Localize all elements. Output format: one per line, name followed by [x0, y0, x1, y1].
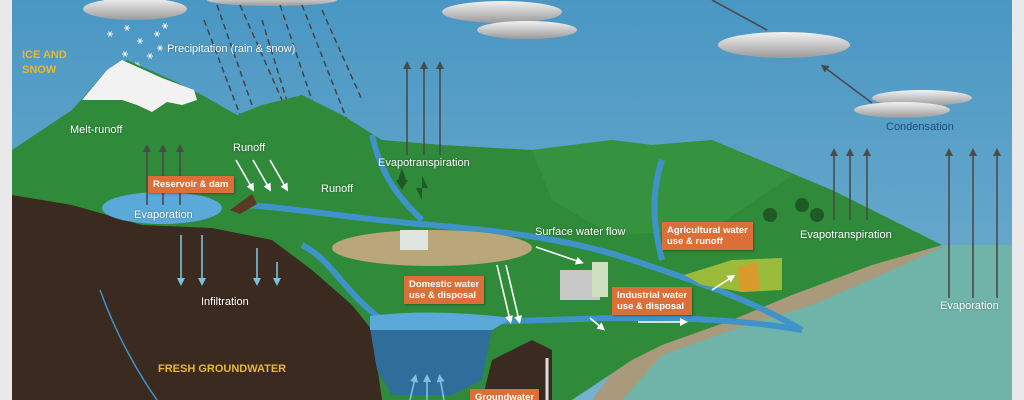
lake-surface: [370, 312, 512, 330]
soil-right: [482, 340, 552, 400]
surface-water-flow-label: Surface water flow: [535, 226, 626, 238]
runoff-arrows: [235, 159, 736, 331]
infiltration-arrows: [177, 235, 445, 400]
ocean: [612, 245, 1012, 400]
ice-and-snow-label: ICE AND SNOW: [22, 48, 67, 78]
evapotranspiration-label-1: Evapotranspiration: [378, 157, 470, 169]
evaporation-ocean-label: Evaporation: [940, 300, 999, 312]
precipitation-label: Precipitation (rain & snow): [167, 43, 296, 55]
town: [332, 230, 532, 266]
evaporation-reservoir-label: Evaporation: [134, 209, 193, 221]
dam: [230, 194, 257, 214]
industrial-line-2: use & disposal: [617, 301, 685, 312]
lake: [370, 328, 492, 395]
ice-and-snow-line-2: SNOW: [22, 64, 57, 76]
groundwater-label: Groundwater: [470, 389, 540, 400]
evapotranspiration-label-2: Evapotranspiration: [800, 229, 892, 241]
fresh-groundwater-label: FRESH GROUNDWATER: [158, 363, 287, 375]
groundwater-soil: [12, 195, 382, 400]
hill-shading: [532, 140, 792, 235]
beach: [592, 245, 947, 400]
house-block: [400, 230, 428, 250]
groundwater-flow-line: [99, 289, 158, 400]
ice-and-snow-line-1: ICE AND: [22, 49, 67, 61]
runoff-label-2: Runoff: [321, 183, 354, 195]
clouds: [83, 0, 972, 118]
domestic-line-1: Domestic water: [409, 279, 480, 290]
agricultural-line-2: use & runoff: [667, 236, 723, 247]
field-plot: [737, 262, 760, 292]
infiltration-label: Infiltration: [201, 296, 249, 308]
diagram-artwork: [12, 0, 1012, 400]
condensation-label: Condensation: [886, 121, 954, 133]
reservoir: [102, 192, 222, 224]
melt-runoff-label: Melt-runoff: [70, 124, 123, 136]
industrial-line-1: Industrial water: [617, 290, 688, 301]
runoff-label-1: Runoff: [233, 142, 266, 154]
domestic-line-2: use & disposal: [409, 290, 477, 301]
agricultural-line-1: Agricultural water: [667, 225, 748, 236]
snow-cap: [82, 60, 197, 112]
up-arrows: [143, 0, 1001, 298]
factory-building: [592, 262, 608, 297]
reservoir-dam-label: Reservoir & dam: [148, 176, 234, 193]
trees: [396, 168, 824, 222]
